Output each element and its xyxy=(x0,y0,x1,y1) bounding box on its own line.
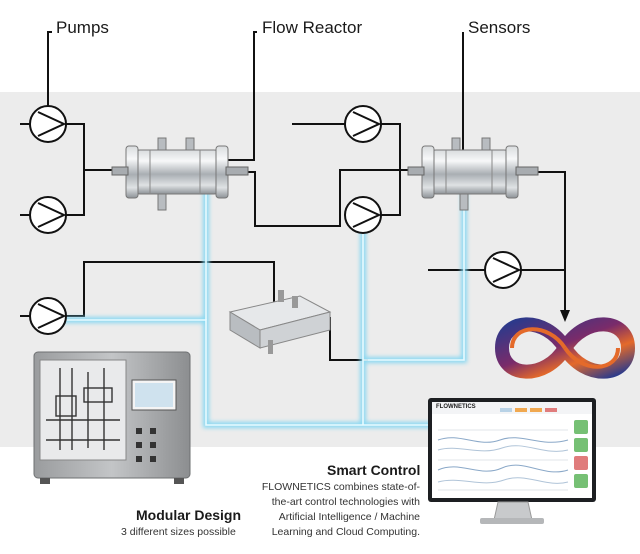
sensors-label: Sensors xyxy=(468,18,531,37)
modular-design-text: 3 different sizes possible xyxy=(121,526,236,538)
smart-control-line: Learning and Cloud Computing. xyxy=(271,526,420,538)
pump-icon xyxy=(484,251,522,289)
modular-design-title: Modular Design xyxy=(136,507,242,523)
flow-reactor-label: Flow Reactor xyxy=(262,18,363,37)
smart-control-line: FLOWNETICS combines state-of- xyxy=(261,481,420,493)
modular-cabinet xyxy=(33,351,191,484)
mixer-block xyxy=(228,290,332,354)
pumps-label: Pumps xyxy=(56,18,109,37)
pump-icon xyxy=(29,196,67,234)
pump-icon xyxy=(344,196,382,234)
flow-reactor-1 xyxy=(111,137,249,211)
control-monitor xyxy=(428,398,596,524)
infinity-loop-icon xyxy=(494,317,636,379)
flow-reactor-2 xyxy=(407,137,539,211)
smart-control-title: Smart Control xyxy=(327,462,421,478)
monitor-brand: FLOWNETICS xyxy=(436,404,476,410)
smart-control-line: Artificial Intelligence / Machine xyxy=(278,511,420,523)
pump-icon xyxy=(344,105,382,143)
pump-icon xyxy=(29,297,67,335)
pump-icon xyxy=(29,105,67,143)
smart-control-line: the-art control technologies with xyxy=(271,496,420,508)
smart-control-text: FLOWNETICS combines state-of- the-art co… xyxy=(232,480,420,540)
